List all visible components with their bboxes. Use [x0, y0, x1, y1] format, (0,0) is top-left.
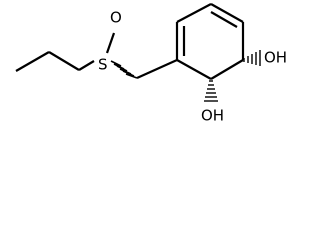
propyl-bond-2 [48, 51, 80, 71]
sulfur-ch2-hashed-bond [110, 60, 138, 79]
ring-bond-c3-c4-inner [210, 11, 238, 28]
propyl-bond-1 [15, 51, 50, 72]
ring-bond-c5-c6 [210, 59, 244, 80]
ring-bond-c2-c3 [176, 3, 212, 23]
lower-hydroxyl-label: OH [201, 107, 224, 125]
sulfur-label: S [98, 56, 108, 74]
upper-oh-hashed-bond [243, 50, 261, 66]
propyl-to-sulfur-bond [78, 60, 95, 71]
upper-hydroxyl-label: OH [264, 49, 287, 67]
ring-bond-c3-c4 [210, 3, 244, 23]
molecule-diagram: S O OH OH [15, 3, 288, 125]
lower-oh-hashed-bond [204, 80, 218, 102]
structure-svg: S O OH OH [15, 3, 287, 125]
ring-bond-c6-c1 [176, 59, 212, 80]
ch2-ring-bond [136, 58, 178, 80]
sulfur-oxygen-bond [105, 32, 116, 54]
sulfinyl-oxygen-label: O [110, 9, 122, 27]
